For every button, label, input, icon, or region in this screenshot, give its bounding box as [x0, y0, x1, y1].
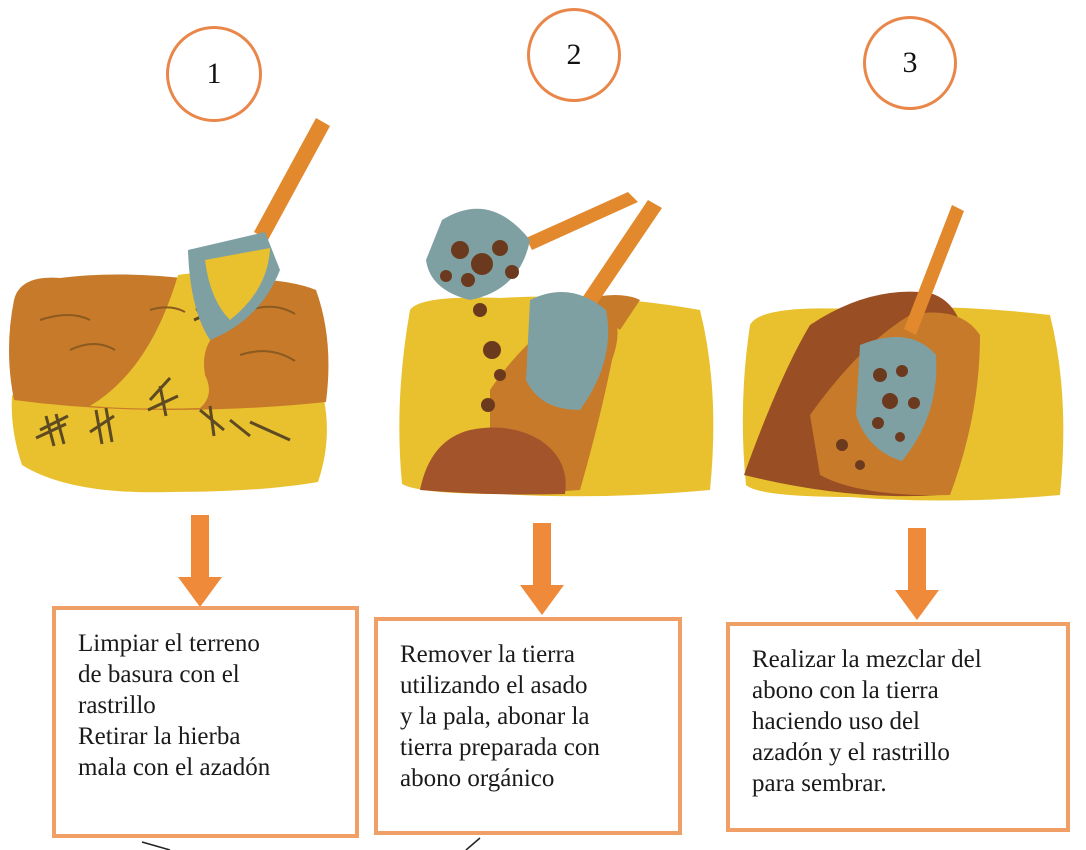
step-2-line: utilizando el asado [400, 672, 588, 699]
shovel-icon [426, 192, 638, 412]
shovel-icon [526, 200, 662, 410]
step-3-number-circle: 3 [863, 16, 957, 110]
step-3-line: abono con la tierra [752, 677, 939, 704]
step-2-line: Remover la tierra [400, 641, 575, 668]
step-1-line: rastrillo [78, 692, 156, 719]
step-1-line: Limpiar el terreno [78, 630, 260, 657]
step-1-description-box: Limpiar el terreno de basura con el rast… [52, 606, 359, 838]
step-3-line: azadón y el rastrillo [752, 739, 950, 766]
step-2-description-box: Remover la tierra utilizando el asado y … [374, 617, 682, 835]
connector-lines [141, 837, 481, 850]
step-3-description: Realizar la mezclar del abono con la tie… [752, 644, 1050, 799]
step-3-line: Realizar la mezclar del [752, 646, 982, 673]
step-1-line: mala con el azadón [78, 754, 271, 781]
step-3-illustration [742, 205, 1064, 501]
step-3-line: para sembrar. [752, 770, 887, 797]
step-2-number-circle: 2 [527, 8, 621, 102]
step-1-number: 1 [206, 57, 222, 90]
step-2-description: Remover la tierra utilizando el asado y … [400, 639, 662, 794]
down-arrow-icon [178, 515, 222, 607]
step-1-illustration [9, 118, 330, 493]
step-2-line: tierra preparada con [400, 734, 600, 761]
step-1-line: de basura con el [78, 661, 240, 688]
step-3-line: haciendo uso del [752, 708, 921, 735]
step-1-number-circle: 1 [166, 26, 262, 122]
step-2-line: y la pala, abonar la [400, 703, 590, 730]
step-1-description: Limpiar el terreno de basura con el rast… [78, 628, 339, 783]
step-2-number: 2 [566, 38, 582, 71]
step-2-line: abono orgánico [400, 765, 555, 792]
shovel-icon [188, 118, 330, 340]
step-1-line: Retirar la hierba [78, 723, 241, 750]
down-arrow-icon [895, 528, 939, 620]
step-3-number: 3 [902, 46, 918, 79]
step-3-description-box: Realizar la mezclar del abono con la tie… [726, 622, 1070, 832]
step-2-illustration [399, 192, 714, 497]
down-arrow-icon [520, 523, 564, 615]
shovel-icon [836, 205, 964, 470]
soil-block-icon [9, 272, 329, 493]
